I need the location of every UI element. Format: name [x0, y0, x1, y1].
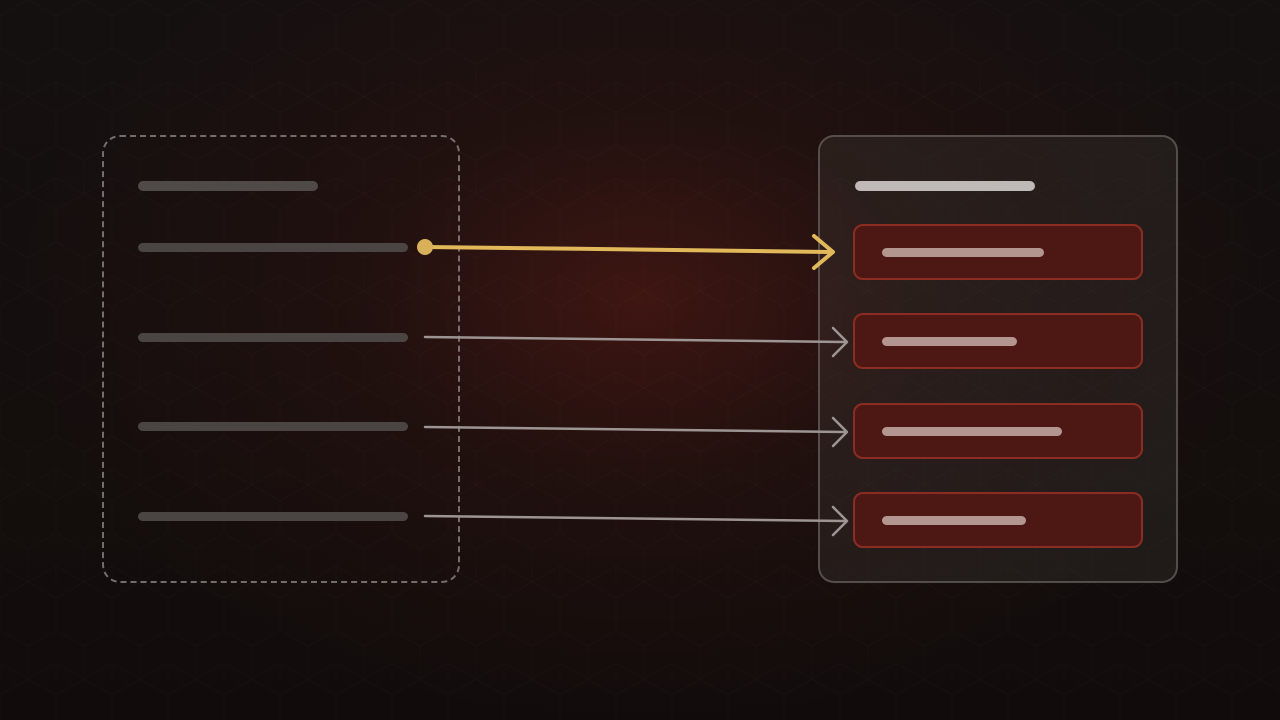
source-panel	[102, 135, 460, 583]
target-panel-title-placeholder	[855, 181, 1035, 191]
target-field-1-value-placeholder	[882, 248, 1044, 257]
mapping-arrow-3	[423, 416, 849, 448]
target-field-4-value-placeholder	[882, 516, 1026, 525]
target-field-4	[853, 492, 1143, 548]
target-field-2	[853, 313, 1143, 369]
source-row-1	[138, 243, 408, 252]
target-field-3	[853, 403, 1143, 459]
source-row-2	[138, 333, 408, 342]
target-field-2-value-placeholder	[882, 337, 1017, 346]
target-field-1	[853, 224, 1143, 280]
target-field-3-value-placeholder	[882, 427, 1062, 436]
source-row-3	[138, 422, 408, 431]
source-row-4	[138, 512, 408, 521]
mapping-arrow-4	[423, 505, 849, 537]
mapping-arrow-2	[423, 326, 849, 358]
source-panel-title-placeholder	[138, 181, 318, 191]
mapping-arrow-1	[417, 234, 835, 270]
mapping-start-dot	[417, 239, 433, 255]
